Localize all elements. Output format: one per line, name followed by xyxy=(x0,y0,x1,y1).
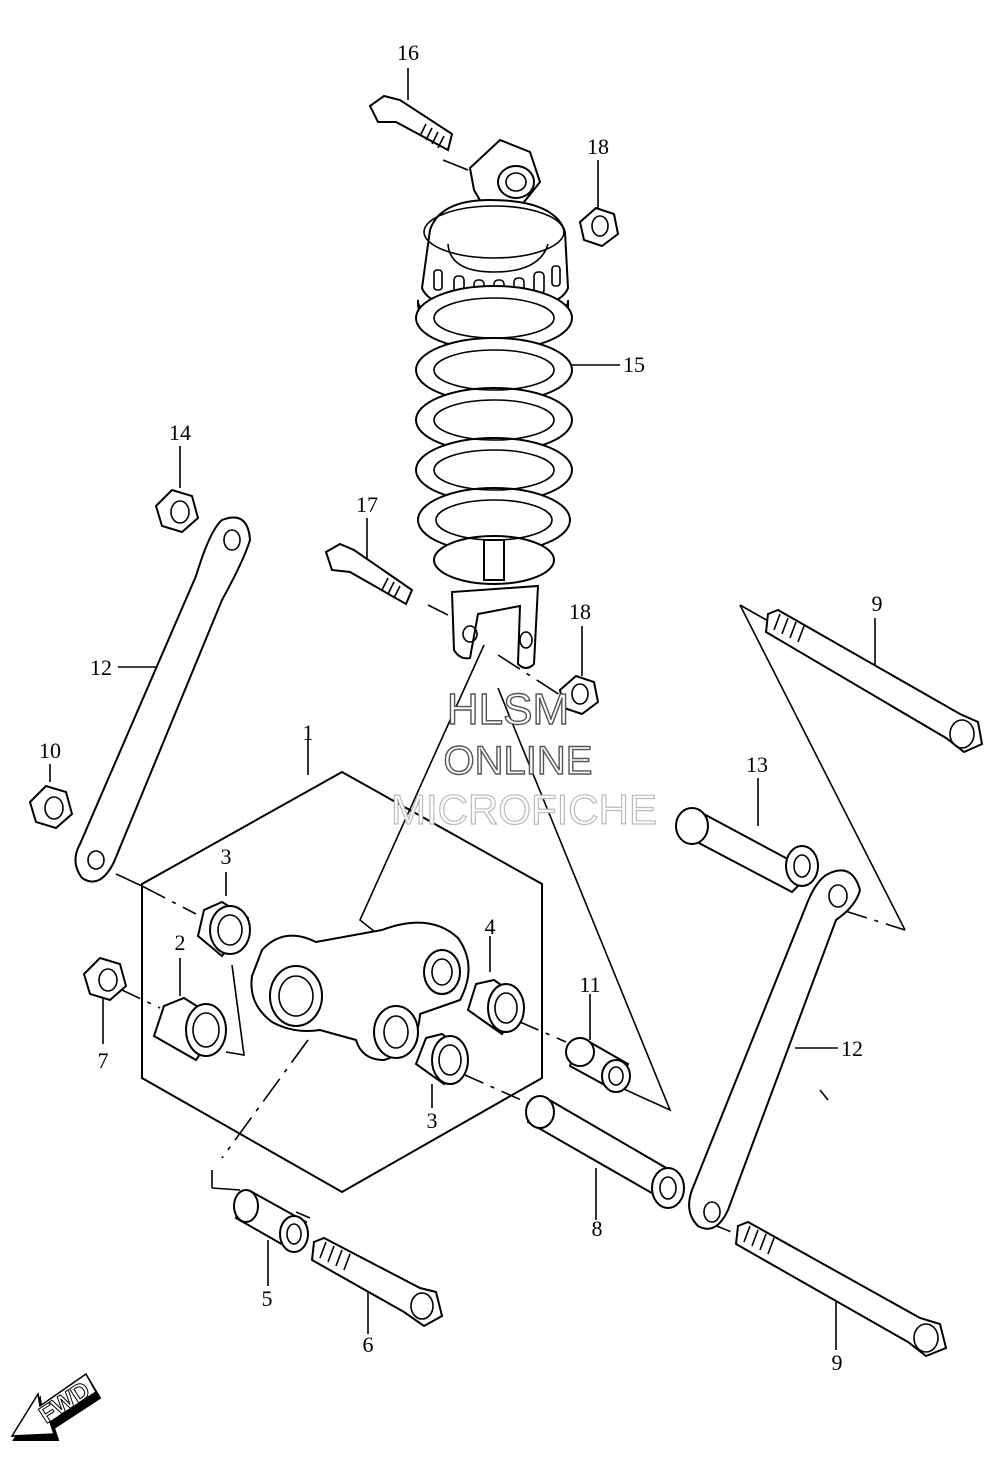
callout-17: 17 xyxy=(356,492,378,517)
collar-part-8 xyxy=(525,1095,685,1209)
collar-part-13 xyxy=(675,807,819,894)
callout-18-lower: 18 xyxy=(569,599,591,624)
callout-13: 13 xyxy=(746,752,768,777)
nut-part-10 xyxy=(28,784,74,830)
callout-7: 7 xyxy=(98,1048,109,1073)
bolt-part-6 xyxy=(310,1236,444,1328)
bolt-part-16 xyxy=(368,94,454,152)
rear-shock-absorber xyxy=(415,138,573,669)
callout-10: 10 xyxy=(39,738,61,763)
callout-12-left: 12 xyxy=(90,655,112,680)
callout-8: 8 xyxy=(592,1216,603,1241)
watermark: HLSM ONLINE MICROFICHE xyxy=(390,684,657,833)
callout-18-upper: 18 xyxy=(587,134,609,159)
callout-labels: 16 18 15 14 17 18 9 12 10 1 13 3 2 4 11 … xyxy=(39,40,883,1375)
watermark-line-3: MICROFICHE xyxy=(391,786,657,833)
watermark-line-1: HLSM xyxy=(447,685,569,734)
cushion-lever xyxy=(250,921,470,1062)
callout-4: 4 xyxy=(485,914,496,939)
bolt-part-9-lower xyxy=(734,1220,948,1358)
nut-part-7 xyxy=(82,956,128,1002)
watermark-line-2: ONLINE xyxy=(444,739,593,783)
bolt-part-9-upper xyxy=(764,608,984,754)
bolt-part-17 xyxy=(324,542,414,606)
callout-2: 2 xyxy=(175,930,186,955)
callout-9-lower: 9 xyxy=(832,1350,843,1375)
callout-15: 15 xyxy=(623,352,645,377)
center-lines xyxy=(115,159,906,1239)
callout-11: 11 xyxy=(579,972,600,997)
linkage-assembly-box xyxy=(141,770,543,1194)
tie-rod-part-12-left xyxy=(74,516,252,883)
fwd-direction-arrow: FWD xyxy=(10,1372,102,1441)
callout-14: 14 xyxy=(169,420,191,445)
leader-lines xyxy=(49,68,876,1350)
callout-1: 1 xyxy=(303,720,314,745)
callout-12-right: 12 xyxy=(841,1036,863,1061)
nut-part-18-upper xyxy=(578,206,620,248)
callout-3-upper: 3 xyxy=(221,844,232,869)
bracket-lines xyxy=(225,604,906,1112)
tie-rod-part-12-right xyxy=(688,869,862,1230)
callout-5: 5 xyxy=(262,1286,273,1311)
bearing-part-3-lower xyxy=(414,1032,469,1086)
nut-part-18-lower xyxy=(558,674,600,716)
callout-6: 6 xyxy=(363,1332,374,1357)
callout-9-upper: 9 xyxy=(872,591,883,616)
nut-part-14 xyxy=(154,488,200,534)
callout-3-lower: 3 xyxy=(427,1108,438,1133)
bearing-part-2 xyxy=(152,996,227,1062)
bearing-part-3-upper xyxy=(196,900,251,958)
collar-part-11 xyxy=(565,1037,631,1093)
callout-16: 16 xyxy=(397,40,419,65)
collar-part-5 xyxy=(233,1189,309,1253)
bearing-part-4 xyxy=(466,978,525,1036)
